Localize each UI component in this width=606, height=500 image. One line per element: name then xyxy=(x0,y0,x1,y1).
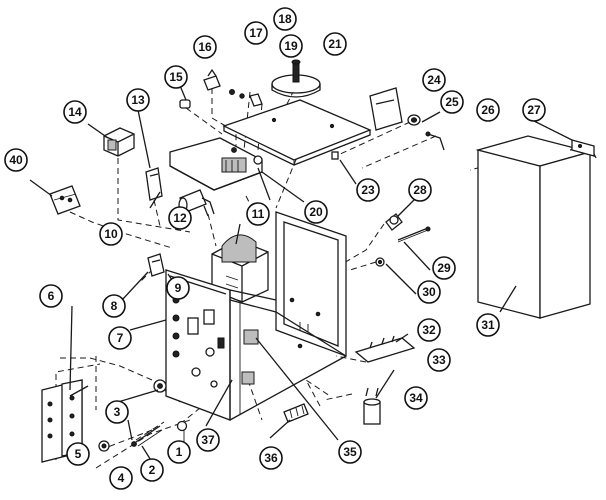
callout-17: 17 xyxy=(244,21,268,45)
chassis-frame xyxy=(229,211,347,421)
callout-2: 2 xyxy=(140,458,164,482)
svg-text:29: 29 xyxy=(437,261,451,275)
callout-40: 40 xyxy=(4,148,28,172)
callout-33: 33 xyxy=(427,348,451,372)
switch-plate-part xyxy=(354,335,416,363)
front-panel-part xyxy=(165,269,231,421)
svg-text:6: 6 xyxy=(48,289,55,303)
svg-text:16: 16 xyxy=(198,40,212,54)
svg-text:32: 32 xyxy=(422,323,436,337)
svg-text:23: 23 xyxy=(361,183,375,197)
svg-text:27: 27 xyxy=(527,103,541,117)
relay-part xyxy=(147,253,165,277)
callout-36: 36 xyxy=(259,446,283,470)
svg-text:4: 4 xyxy=(118,471,125,485)
callout-3: 3 xyxy=(105,400,129,424)
svg-text:1: 1 xyxy=(176,445,183,459)
callout-34: 34 xyxy=(404,386,428,410)
svg-text:14: 14 xyxy=(68,105,82,119)
callout-18: 18 xyxy=(273,7,297,31)
svg-text:19: 19 xyxy=(284,39,298,53)
callout-7: 7 xyxy=(108,326,132,350)
callout-8: 8 xyxy=(102,294,126,318)
svg-text:3: 3 xyxy=(114,405,121,419)
svg-text:30: 30 xyxy=(422,285,436,299)
callout-1: 1 xyxy=(167,440,191,464)
callout-labels: 1 2 3 4 5 6 7 8 9 10 11 12 13 14 15 16 1… xyxy=(4,7,546,490)
callout-27: 27 xyxy=(522,98,546,122)
svg-text:34: 34 xyxy=(409,391,423,405)
svg-text:12: 12 xyxy=(173,211,187,225)
svg-text:36: 36 xyxy=(264,451,278,465)
svg-text:13: 13 xyxy=(131,93,145,107)
svg-text:2: 2 xyxy=(149,463,156,477)
svg-text:37: 37 xyxy=(201,433,215,447)
top-deck-plate xyxy=(222,99,372,166)
fastener-parts xyxy=(98,379,188,452)
main-transformer-part xyxy=(211,234,269,303)
terminal-board-part xyxy=(49,185,81,215)
callout-14: 14 xyxy=(63,100,87,124)
svg-text:21: 21 xyxy=(328,37,342,51)
svg-text:10: 10 xyxy=(104,227,118,241)
svg-text:8: 8 xyxy=(111,299,118,313)
callout-15: 15 xyxy=(164,65,188,89)
callout-6: 6 xyxy=(39,284,63,308)
svg-text:31: 31 xyxy=(481,318,495,332)
small-hardware-parts xyxy=(179,68,263,109)
callout-21: 21 xyxy=(323,32,347,56)
cover-wrapper-part xyxy=(475,135,597,319)
svg-text:9: 9 xyxy=(175,281,182,295)
svg-text:26: 26 xyxy=(481,103,495,117)
callout-31: 31 xyxy=(476,313,500,337)
svg-text:33: 33 xyxy=(432,353,446,367)
callout-11: 11 xyxy=(246,202,270,226)
fan-motor-part xyxy=(271,59,321,98)
svg-text:24: 24 xyxy=(427,73,441,87)
control-panel-plate xyxy=(169,137,263,191)
bracket-bar-part xyxy=(145,167,163,201)
terminal-strip-part xyxy=(283,403,309,423)
callout-35: 35 xyxy=(338,440,362,464)
svg-text:28: 28 xyxy=(413,183,427,197)
callout-12: 12 xyxy=(168,206,192,230)
shaft-knob-parts xyxy=(375,213,431,267)
cylinder-capacitor-part xyxy=(363,387,381,425)
svg-text:7: 7 xyxy=(117,331,124,345)
callout-20: 20 xyxy=(304,200,328,224)
svg-text:25: 25 xyxy=(445,95,459,109)
callout-16: 16 xyxy=(193,35,217,59)
svg-text:11: 11 xyxy=(252,207,265,221)
svg-text:5: 5 xyxy=(75,447,82,461)
callout-25: 25 xyxy=(440,90,464,114)
callout-30: 30 xyxy=(417,280,441,304)
transformer-part xyxy=(103,127,135,157)
callout-19: 19 xyxy=(279,34,303,58)
cover-bracket-part xyxy=(571,139,595,157)
rear-bracket-parts xyxy=(369,87,445,151)
callout-13: 13 xyxy=(126,88,150,112)
callout-28: 28 xyxy=(408,178,432,202)
callout-9: 9 xyxy=(166,276,190,300)
callout-23: 23 xyxy=(356,178,380,202)
callout-10: 10 xyxy=(99,222,123,246)
svg-text:35: 35 xyxy=(343,445,357,459)
callout-29: 29 xyxy=(432,256,456,280)
callout-24: 24 xyxy=(422,68,446,92)
callout-37: 37 xyxy=(196,428,220,452)
svg-text:40: 40 xyxy=(9,153,23,167)
svg-text:20: 20 xyxy=(309,205,323,219)
callout-5: 5 xyxy=(66,442,90,466)
svg-text:15: 15 xyxy=(169,70,183,84)
callout-26: 26 xyxy=(476,98,500,122)
svg-text:17: 17 xyxy=(249,26,263,40)
svg-text:18: 18 xyxy=(278,12,292,26)
callout-32: 32 xyxy=(417,318,441,342)
callout-4: 4 xyxy=(109,466,133,490)
